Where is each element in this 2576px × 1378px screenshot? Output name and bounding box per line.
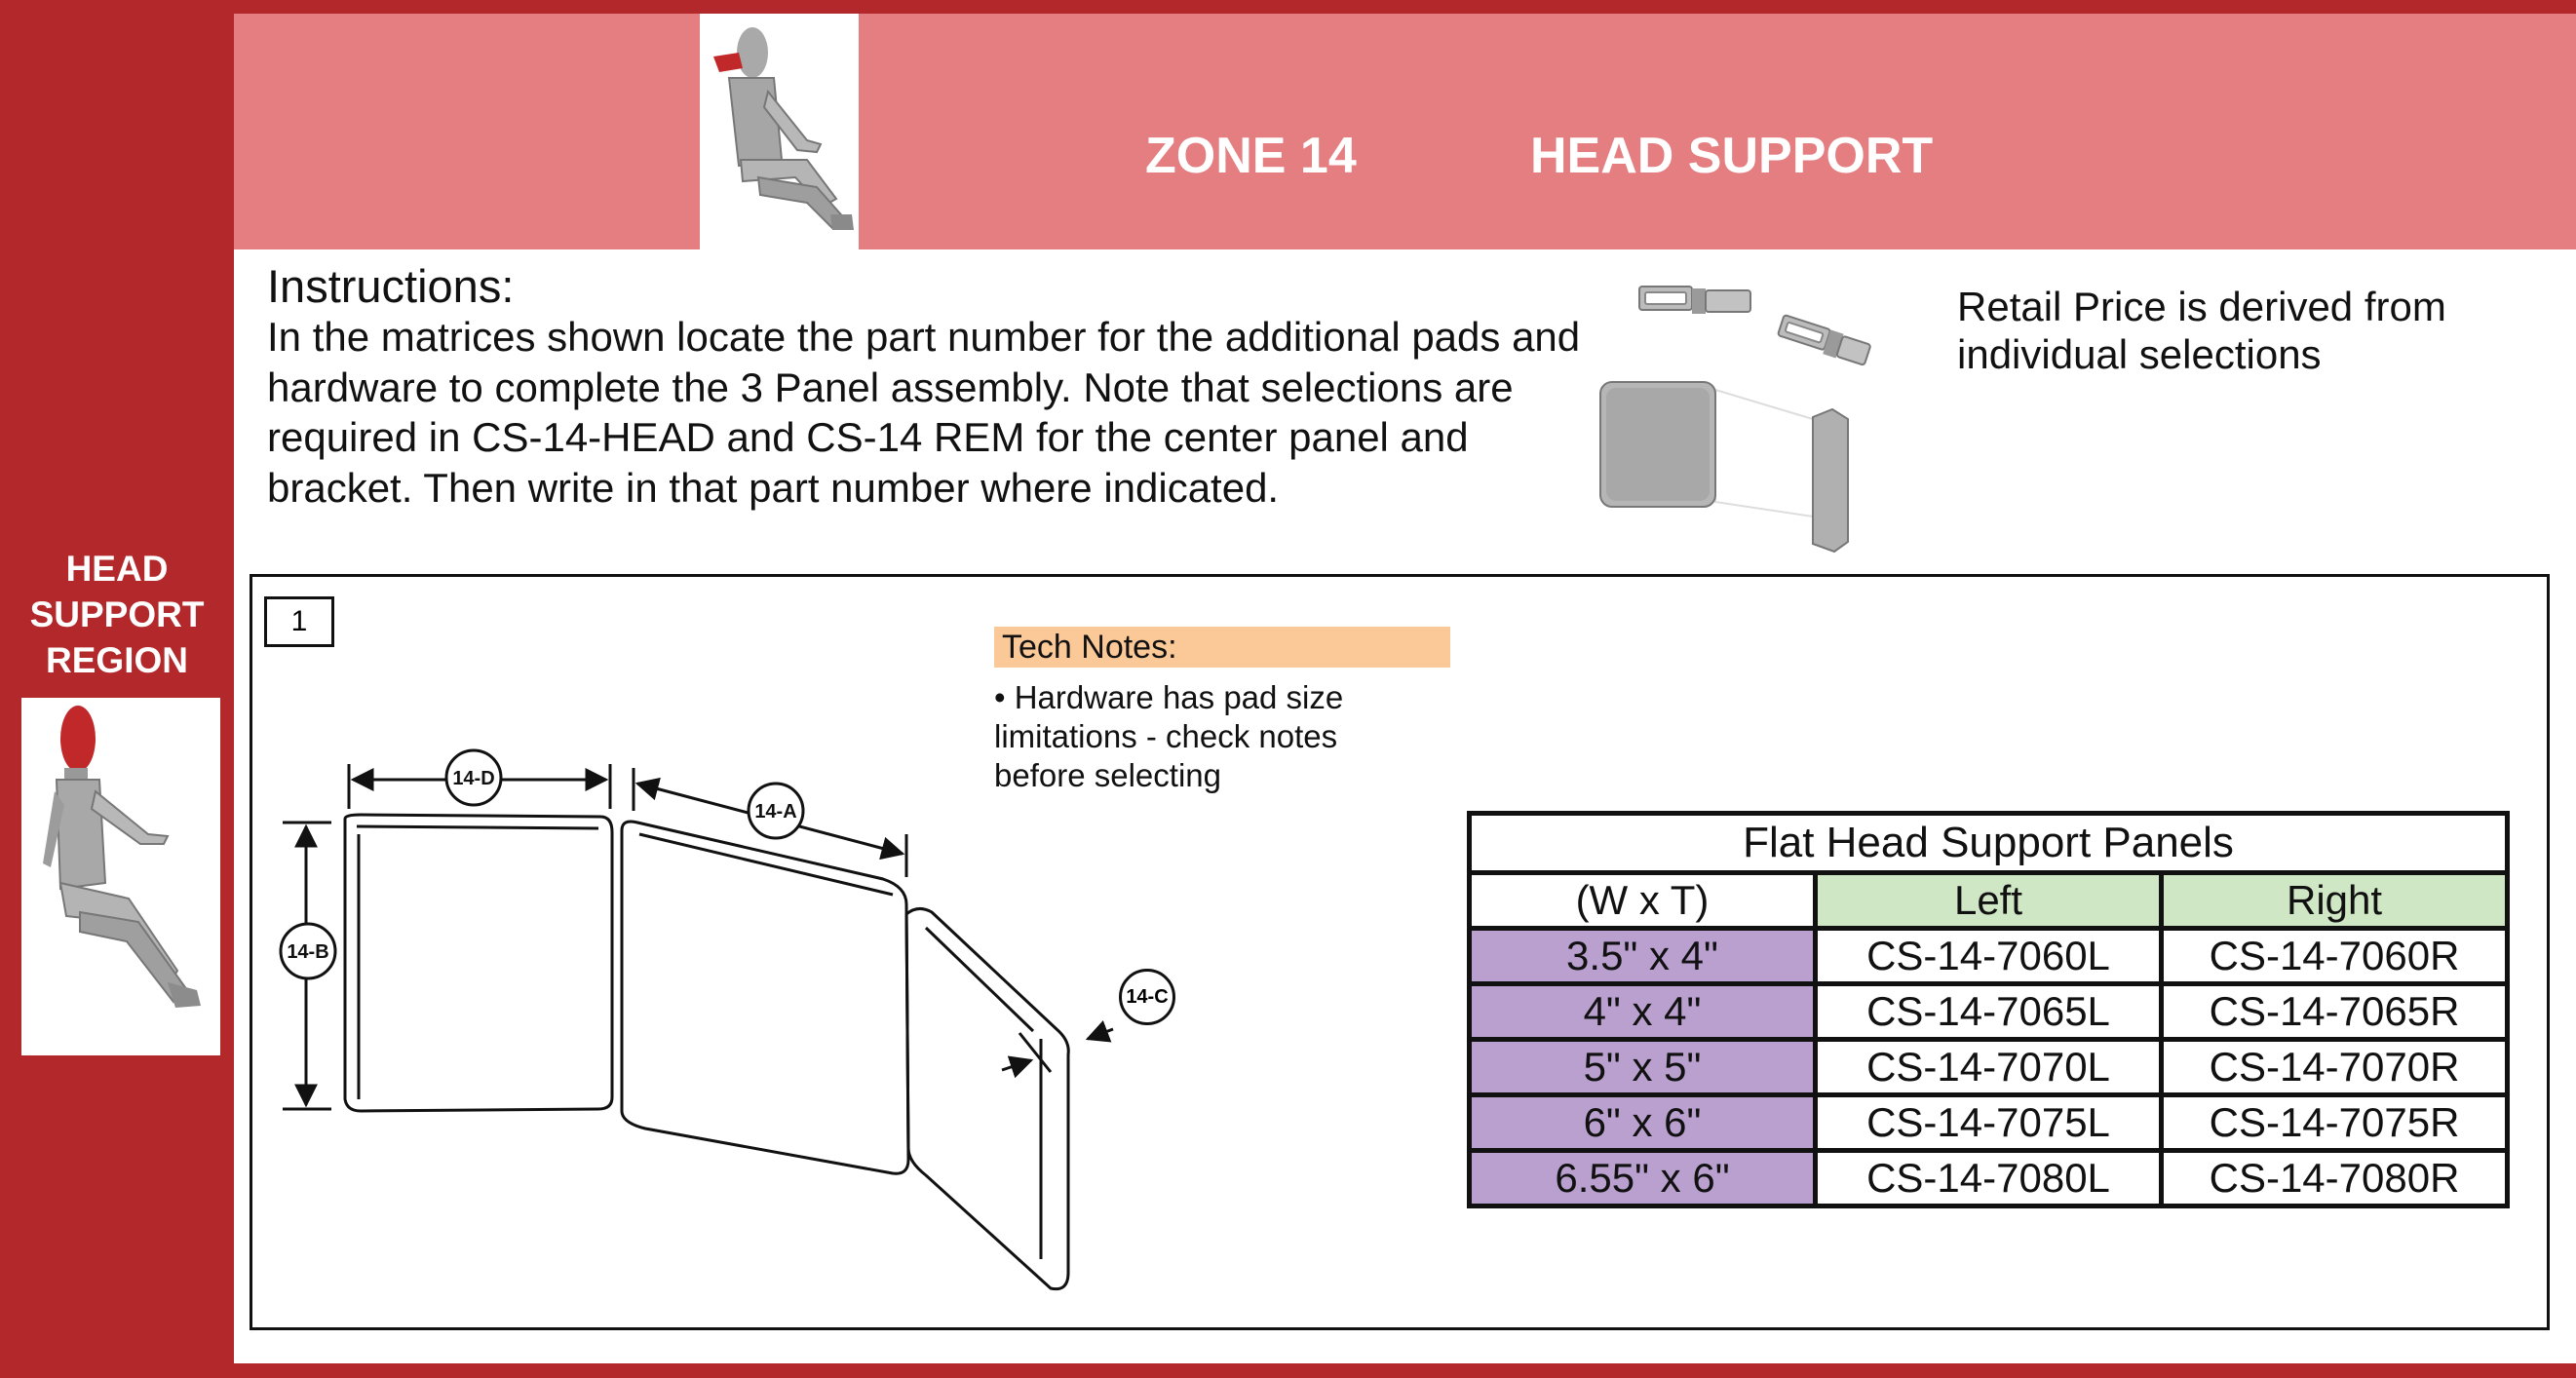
seated-figure-head-icon: [713, 27, 854, 230]
size-cell: 6" x 6": [1467, 1092, 1818, 1153]
tech-notes-text: • Hardware has pad size limitations - ch…: [994, 679, 1344, 793]
column-header-size: (W x T): [1467, 870, 1818, 931]
right-part-number: CS-14-7065R: [2158, 981, 2511, 1042]
right-part-number: CS-14-7080R: [2158, 1148, 2511, 1208]
left-part-number: CS-14-7075L: [1813, 1092, 2164, 1153]
dimension-label-14-a: 14-A: [754, 801, 796, 823]
size-cell: 6.55" x 6": [1467, 1148, 1818, 1208]
instructions-heading: Instructions:: [267, 260, 515, 312]
frame-bottom: [0, 1363, 2576, 1378]
assembly-illustration-icon: [1599, 286, 1871, 554]
right-part-number: CS-14-7070R: [2158, 1037, 2511, 1097]
right-part-number: CS-14-7060R: [2158, 926, 2511, 986]
selection-panel: [250, 574, 2550, 1330]
table-row: 6.55" x 6" CS-14-7080L CS-14-7080R: [1467, 1148, 2511, 1208]
left-part-number: CS-14-7060L: [1813, 926, 2164, 986]
column-header-right: Right: [2158, 870, 2511, 931]
panel-dimension-drawing: 14-D 14-A 14-B: [263, 741, 1121, 1306]
left-part-number: CS-14-7070L: [1813, 1037, 2164, 1097]
seated-figure-icon: [43, 706, 201, 1008]
table-caption: Flat Head Support Panels: [1466, 811, 2511, 875]
zone-title: HEAD SUPPORT: [1530, 128, 1934, 184]
sidebar: HEAD SUPPORT REGION: [0, 0, 234, 1378]
retail-price-note: Retail Price is derived from individual …: [1957, 284, 2446, 377]
zone-banner: ZONE 14 HEAD SUPPORT: [234, 14, 2576, 263]
sidebar-title: HEAD SUPPORT REGION: [29, 549, 205, 680]
column-header-left: Left: [1813, 870, 2164, 931]
three-panel-line-drawing-icon: 14-D 14-A 14-B: [279, 748, 1114, 1291]
size-cell: 3.5" x 4": [1467, 926, 1818, 986]
dimension-label-14-c: 14-C: [1119, 969, 1175, 1025]
seated-figure-image: [21, 698, 220, 1055]
right-part-number: CS-14-7075R: [2158, 1092, 2511, 1153]
zone-number: ZONE 14: [1145, 128, 1357, 184]
instructions-body: In the matrices shown locate the part nu…: [267, 314, 1581, 511]
dimension-label-14-d: 14-D: [452, 768, 494, 789]
left-part-number: CS-14-7080L: [1813, 1148, 2164, 1208]
table-row: 5" x 5" CS-14-7070L CS-14-7070R: [1467, 1037, 2511, 1097]
dimension-label-14-b: 14-B: [287, 941, 328, 963]
banner-figure-image: [700, 14, 859, 263]
flat-head-support-panels-table: Flat Head Support Panels (W x T) Left Ri…: [1466, 811, 2511, 1208]
table-row: 4" x 4" CS-14-7065L CS-14-7065R: [1467, 981, 2511, 1042]
left-part-number: CS-14-7065L: [1813, 981, 2164, 1042]
size-cell: 4" x 4": [1467, 981, 1818, 1042]
tech-notes-heading: Tech Notes:: [994, 627, 1450, 668]
size-cell: 5" x 5": [1467, 1037, 1818, 1097]
table-row: 3.5" x 4" CS-14-7060L CS-14-7060R: [1467, 926, 2511, 986]
three-panel-assembly-image: [1579, 283, 1901, 565]
frame-top: [0, 0, 2576, 14]
step-number: 1: [264, 596, 334, 647]
table-row: 6" x 6" CS-14-7075L CS-14-7075R: [1467, 1092, 2511, 1153]
